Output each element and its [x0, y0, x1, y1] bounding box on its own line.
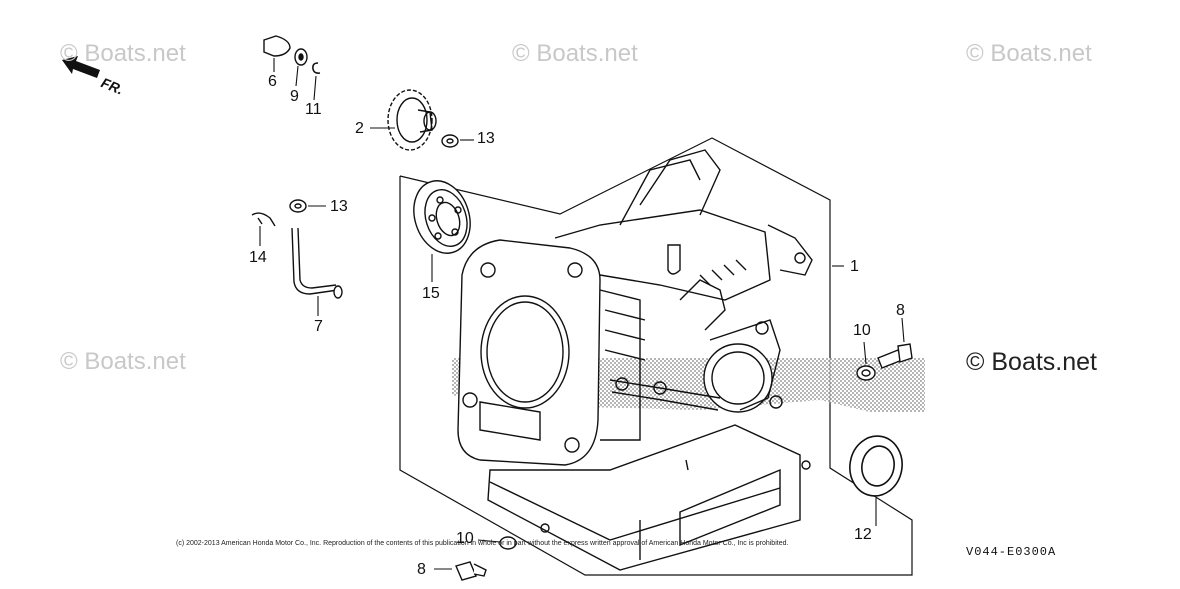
watermark-mid-right: © Boats.net — [966, 348, 1097, 376]
clip-14 — [251, 212, 276, 227]
callout-13-upper: 13 — [477, 130, 495, 147]
washer-9 — [294, 48, 308, 66]
leader-lines — [259, 58, 905, 570]
callout-8-right: 8 — [896, 302, 905, 319]
callout-14: 14 — [249, 249, 267, 266]
washer-10-bottom — [499, 536, 517, 550]
callout-10-right: 10 — [853, 322, 871, 339]
oil-seal-12 — [849, 435, 903, 497]
clip-11 — [312, 62, 321, 74]
governor-arm-7 — [291, 227, 343, 299]
watermark-top-right: © Boats.net — [966, 40, 1092, 67]
callout-9: 9 — [290, 88, 299, 105]
callout-8-bottom: 8 — [417, 561, 426, 578]
callout-11: 11 — [305, 101, 322, 118]
bolt-8-right — [877, 343, 913, 369]
washer-10-right — [856, 365, 876, 381]
watermark-mid-left: © Boats.net — [60, 348, 186, 375]
callout-1: 1 — [850, 258, 859, 275]
watermark-top-left: © Boats.net — [60, 40, 186, 67]
callout-2: 2 — [355, 120, 364, 137]
washer-13-upper — [441, 134, 459, 148]
callout-7: 7 — [314, 318, 323, 335]
copyright-notice: (c) 2002-2013 American Honda Motor Co., … — [176, 540, 789, 547]
callout-12: 12 — [854, 526, 872, 543]
callout-13-lower: 13 — [330, 198, 348, 215]
governor-gear-2 — [387, 89, 437, 151]
bearing-15 — [413, 180, 471, 254]
callout-6: 6 — [268, 73, 277, 90]
callout-15: 15 — [422, 285, 440, 302]
diagram-reference-code: V044-E0300A — [966, 545, 1057, 559]
washer-13-lower — [289, 199, 307, 213]
crankcase-body — [457, 149, 813, 571]
front-arrow-icon — [62, 56, 100, 78]
watermark-top-center: © Boats.net — [512, 40, 638, 67]
callout-10-bottom: 10 — [456, 530, 474, 547]
pin-6 — [263, 35, 291, 57]
bolt-8-bottom — [455, 561, 487, 581]
